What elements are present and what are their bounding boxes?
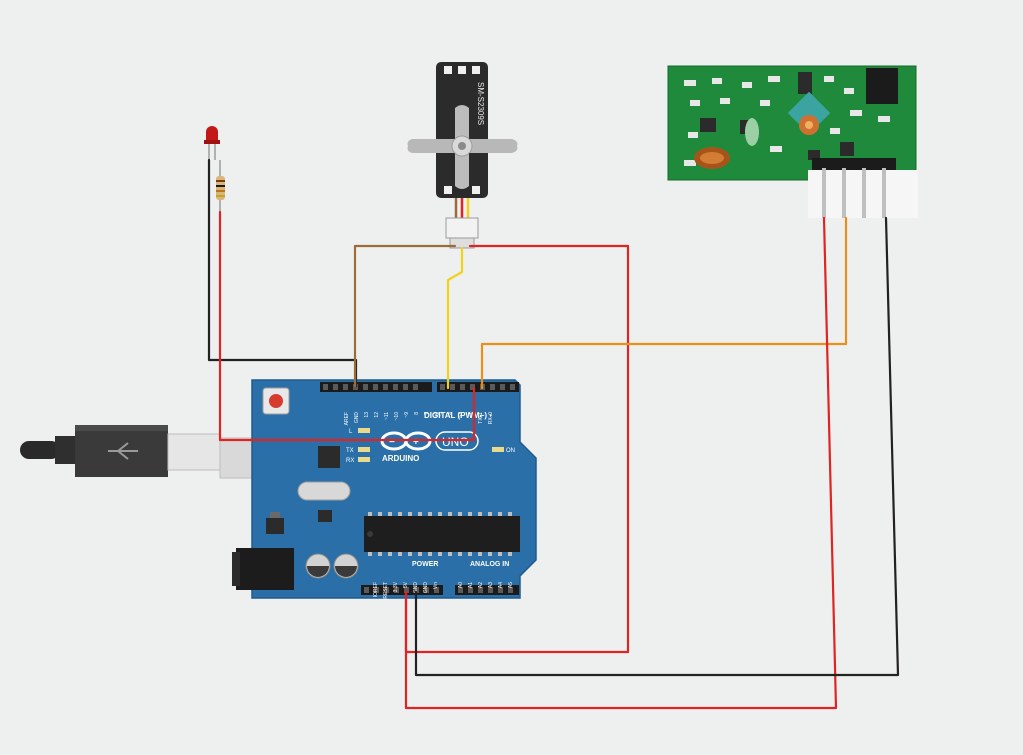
digital-pin-label-14: TX▸1 — [478, 412, 484, 424]
onboard-leds: L TX RX ON — [346, 428, 515, 464]
wire-rf-vcc — [404, 216, 838, 710]
power-pin-label-3: 5V — [403, 581, 409, 588]
power-pin-label-6: Vin — [433, 582, 439, 589]
analog-header: ANALOG IN — [455, 561, 519, 595]
servo-model-label: SM-S2309S — [476, 82, 485, 125]
digital-pin-label-3: 12 — [374, 412, 380, 418]
rf-receiver-module-icon — [667, 65, 918, 218]
digital-pin-label-5: ~10 — [394, 412, 400, 421]
analog-header-label: ANALOG IN — [470, 561, 509, 568]
digital-pin-label-8: 7 — [424, 412, 430, 415]
arduino-uno-board: AREF GND 13 12 ~11 ~10 ~9 8 7 ~6~5 4 ~3 2 TX▸1 RX◂0 DI… — [232, 379, 537, 599]
wire-rf-gnd — [414, 216, 900, 677]
analog-pin-label-2: A2 — [478, 582, 484, 588]
wire-led-gnd — [207, 158, 358, 388]
power-header: POWER — [361, 561, 443, 595]
digital-pin-label-15: RX◂0 — [488, 412, 494, 424]
resistor-icon — [216, 160, 225, 212]
power-pin-label-4: GND — [413, 582, 419, 594]
digital-pin-label-1: GND — [354, 412, 360, 424]
digital-pin-label-12: ~3 — [458, 412, 464, 418]
reset-button[interactable] — [262, 387, 290, 415]
wire-led-signal — [218, 210, 476, 442]
digital-pin-label-10: ~5 — [438, 412, 444, 418]
digital-pin-label-4: ~11 — [384, 412, 390, 420]
wire-servo-signal — [446, 246, 464, 390]
arduino-brand-label: ARDUINO — [382, 454, 419, 463]
analog-pin-label-1: A1 — [468, 582, 474, 588]
digital-header — [320, 382, 519, 392]
analog-pin-label-3: A3 — [488, 582, 494, 588]
power-header-label: POWER — [412, 561, 438, 568]
servo-motor-icon: SM-S2309S — [407, 62, 518, 249]
digital-pin-labels: AREF GND 13 12 ~11 ~10 ~9 8 7 ~6~5 4 ~3 2 TX▸1 RX◂0 — [344, 412, 494, 426]
dc-power-jack — [232, 548, 294, 590]
digital-pin-label-0: AREF — [344, 412, 350, 425]
wire-servo-gnd — [353, 244, 457, 388]
analog-pin-labels: A0 A1 A2 A3 A4 A5 — [458, 582, 514, 588]
crystal — [297, 481, 351, 501]
led-icon — [204, 126, 220, 160]
usb-b-cable-icon — [20, 425, 291, 479]
digital-pin-label-2: 13 — [364, 412, 370, 418]
analog-pin-label-0: A0 — [458, 582, 464, 588]
svg-text:−: − — [389, 437, 395, 448]
power-pin-label-5: GND — [423, 582, 429, 594]
wire-rf-data — [480, 216, 848, 390]
led-label-l: L — [349, 429, 353, 435]
led-label-rx: RX — [346, 458, 354, 464]
digital-header-label: DIGITAL (PWM~) — [424, 411, 487, 420]
digital-pin-label-11: 4 — [448, 412, 454, 415]
power-pin-labels: IOREF RESET 3.3V 5V GND GND Vin — [373, 581, 439, 598]
power-pin-label-0: IOREF — [373, 582, 379, 597]
arduino-model-label: UNO — [442, 435, 469, 449]
digital-pin-label-13: 2 — [468, 412, 474, 415]
digital-pin-label-6: ~9 — [404, 412, 410, 418]
atmega-chip — [364, 512, 520, 556]
digital-pin-label-9: ~6 — [434, 412, 440, 418]
capacitors — [305, 553, 359, 579]
analog-pin-label-4: A4 — [498, 582, 504, 588]
power-pin-label-1: RESET — [383, 582, 389, 599]
wires — [207, 158, 900, 710]
digital-pin-label-7: 8 — [414, 412, 420, 415]
analog-pin-label-5: A5 — [508, 582, 514, 588]
svg-text:+: + — [413, 437, 419, 448]
on-led-label: ON — [506, 448, 515, 454]
led-label-tx: TX — [346, 448, 354, 454]
power-pin-label-2: 3.3V — [393, 581, 399, 592]
